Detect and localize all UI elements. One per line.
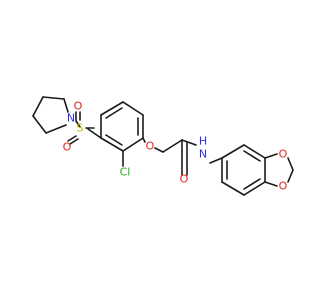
bond <box>105 107 123 119</box>
bond <box>243 181 266 196</box>
bond <box>122 137 144 152</box>
chlorophenyl-ring <box>100 101 144 152</box>
atom-label-oxygen: O <box>63 141 72 154</box>
bond <box>122 101 144 116</box>
bond <box>100 137 124 152</box>
bond <box>142 137 146 143</box>
bond <box>287 157 294 171</box>
atom-label-chlorine: Cl <box>120 166 131 179</box>
bond <box>63 98 69 113</box>
bond <box>243 144 266 159</box>
molecule-structure: N S O O O Cl O N H O O <box>32 96 294 196</box>
bond <box>100 101 124 116</box>
bond <box>264 153 278 159</box>
atom-label-sulfur: S <box>77 122 84 135</box>
atom-label-oxygen: O <box>74 100 83 113</box>
bond <box>243 150 261 162</box>
bond <box>264 181 278 187</box>
bond <box>32 115 47 134</box>
molecule-canvas: N S O O O Cl O N H O O <box>32 96 294 196</box>
bond <box>67 135 77 142</box>
bond <box>243 178 261 190</box>
pyrrolidine-ring <box>32 96 69 134</box>
bond <box>75 120 81 128</box>
bond <box>32 96 44 117</box>
bond <box>221 181 245 196</box>
atom-label-oxygen: O <box>146 140 155 153</box>
bond <box>209 157 223 164</box>
atom-label-oxygen: O <box>279 148 288 161</box>
bond <box>69 138 79 145</box>
atom-label-hydrogen: H <box>199 135 207 148</box>
sulfonyl-group <box>67 111 102 145</box>
bond <box>42 96 65 100</box>
bond <box>87 128 102 139</box>
bond <box>162 139 183 153</box>
atom-label-oxygen: O <box>180 173 189 186</box>
bond <box>154 147 164 153</box>
acetamide-linker <box>142 137 223 176</box>
bond <box>181 139 197 146</box>
bond <box>287 169 294 183</box>
atom-label-nitrogen: N <box>67 112 75 125</box>
bond <box>45 124 67 134</box>
atom-label-nitrogen: N <box>199 148 207 161</box>
bond <box>105 134 123 146</box>
benzodioxole-ring <box>221 144 294 196</box>
bond <box>221 144 245 159</box>
atom-label-oxygen: O <box>279 180 288 193</box>
